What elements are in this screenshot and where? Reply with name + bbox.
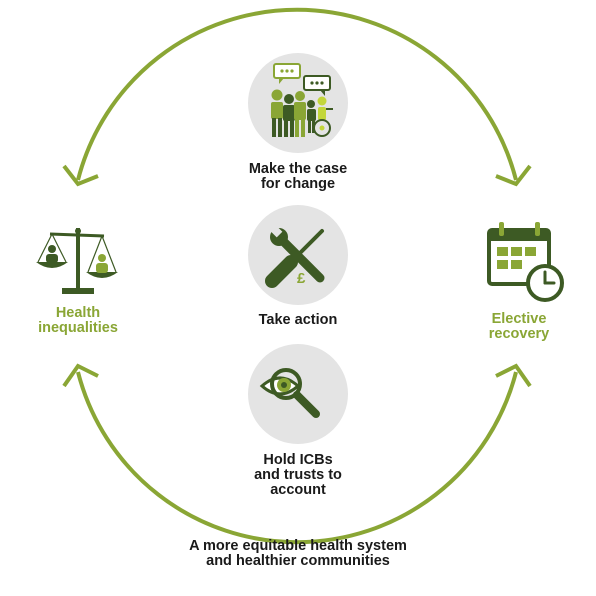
bottom-line-2: and healthier communities: [206, 553, 390, 569]
step-2-line-1: Take action: [258, 312, 338, 328]
top-arc-left-arrowhead: [62, 164, 99, 187]
people-speech-icon: [271, 63, 333, 137]
step-3-line-3: account: [270, 482, 326, 498]
left-node-line-1: Health: [55, 305, 101, 321]
step-1-label: Make the case for change: [218, 162, 378, 192]
calendar-clock-icon: [487, 222, 564, 302]
step-3-label: Hold ICBs and trusts to account: [218, 453, 378, 498]
right-node-line-2: recovery: [488, 326, 550, 342]
step-2-label: Take action: [218, 313, 378, 328]
left-node-line-2: inequalities: [38, 320, 118, 336]
bottom-line-1: A more equitable health system: [189, 538, 407, 554]
step-1-line-2: for change: [260, 176, 336, 192]
top-arc: [76, 7, 518, 181]
bottom-arc-left-arrowhead: [62, 363, 99, 388]
bottom-arc-right-arrowhead: [495, 363, 532, 388]
step-3-line-2: and trusts to: [254, 467, 342, 483]
step-3-line-1: Hold ICBs: [263, 452, 333, 468]
pound-symbol: £: [297, 270, 306, 287]
left-node-label: Health inequalities: [20, 306, 136, 336]
top-arc-right-arrowhead: [495, 164, 532, 187]
right-node-line-1: Elective: [491, 311, 547, 327]
bottom-arc: [76, 371, 518, 545]
wrench-screwdriver-pound-icon: £: [265, 224, 325, 288]
magnifier-eye-icon: [259, 368, 320, 418]
step-1-line-1: Make the case: [248, 161, 348, 177]
balance-scale-icon: [36, 228, 118, 294]
right-node-label: Elective recovery: [464, 312, 574, 342]
bottom-outcome-text: A more equitable health system and healt…: [148, 539, 448, 569]
